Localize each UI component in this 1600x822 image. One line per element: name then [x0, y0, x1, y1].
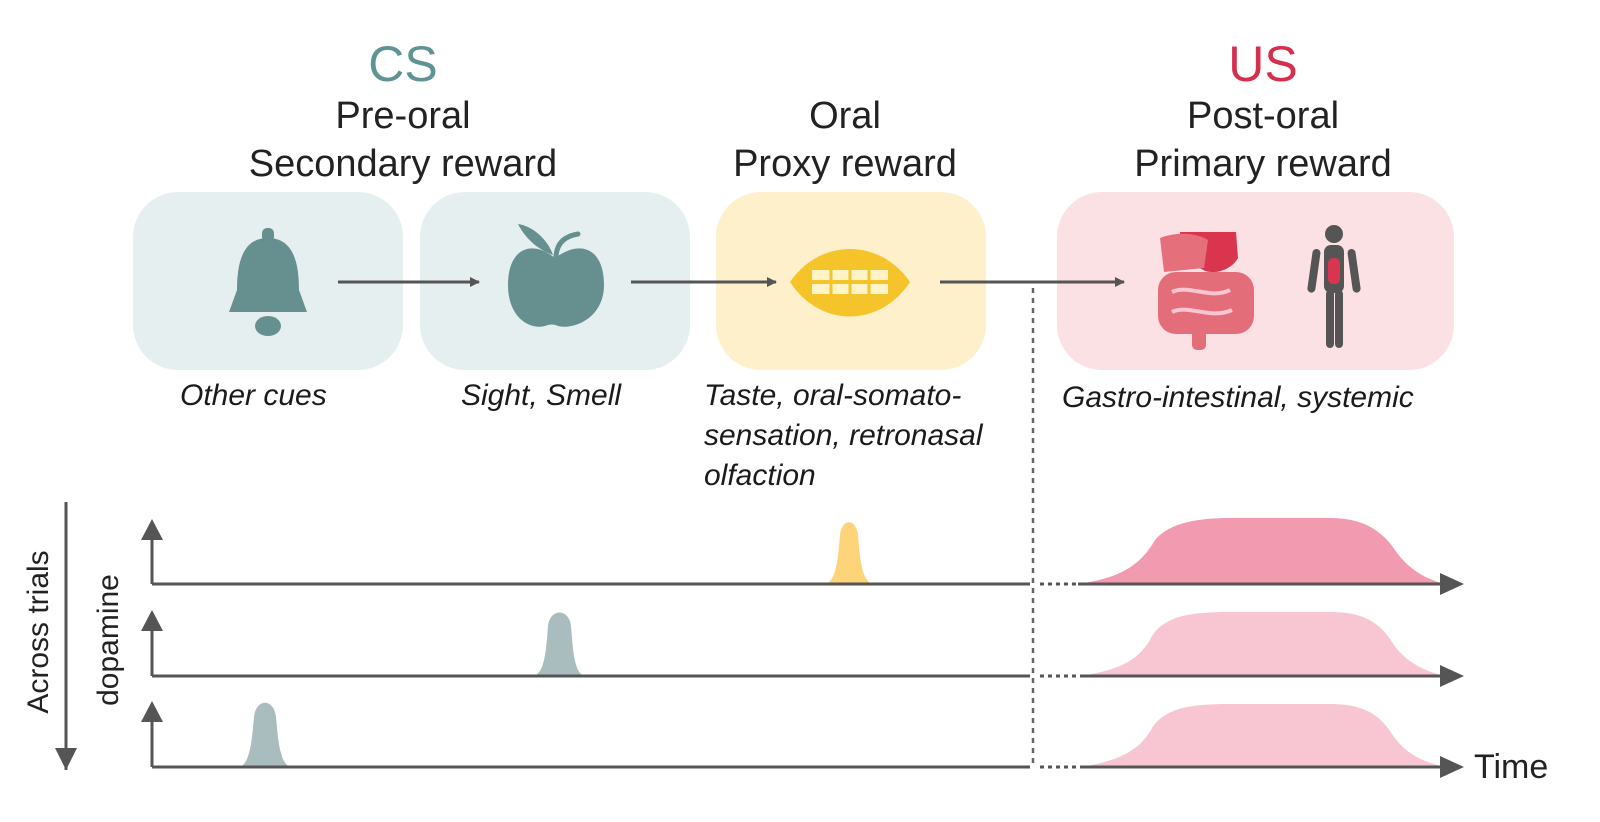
- taste-caption-line2: sensation, retronasal: [704, 419, 983, 452]
- trial-2-post-oral-response: [1080, 612, 1445, 676]
- trial-2-cs-peak: [534, 612, 584, 676]
- trial-row-2: [141, 610, 1464, 687]
- us-line1: Post-oral: [1186, 95, 1340, 137]
- dopamine-label: dopamine: [92, 574, 125, 706]
- us-header: US Post-oral Primary reward: [1063, 36, 1463, 188]
- trial-1-post-oral-response: [1078, 518, 1445, 584]
- across-trials-label: Across trials: [22, 550, 55, 713]
- cs-line1: Pre-oral: [335, 95, 471, 137]
- trial-1-oral-peak: [826, 522, 872, 584]
- taste-caption: Taste, oral-somato- sensation, retronasa…: [704, 376, 983, 496]
- across-trials-arrowhead: [55, 748, 77, 770]
- oral-line2: Proxy reward: [733, 143, 957, 185]
- oral-header: Oral Proxy reward: [645, 92, 1045, 188]
- time-label: Time: [1474, 748, 1548, 786]
- oral-line1: Oral: [809, 95, 881, 137]
- trial-3-cs-peak: [240, 702, 290, 767]
- us-line2: Primary reward: [1134, 143, 1392, 185]
- apple-icon: [508, 224, 604, 327]
- trial-row-1: [141, 518, 1464, 595]
- mouth-icon: [790, 249, 910, 317]
- taste-caption-line1: Taste, oral-somato-: [704, 379, 962, 412]
- sight-smell-caption: Sight, Smell: [461, 379, 622, 412]
- cs-tag: CS: [368, 36, 438, 92]
- other-cues-caption: Other cues: [180, 379, 327, 412]
- gut-icon: [1158, 232, 1254, 350]
- bell-icon: [229, 228, 307, 336]
- trial-row-3: [141, 701, 1464, 778]
- gastro-intestinal-caption: Gastro-intestinal, systemic: [1062, 381, 1414, 414]
- human-body-icon: [1307, 225, 1361, 348]
- trial-3-post-oral-response: [1080, 704, 1445, 767]
- cs-header: CS Pre-oral Secondary reward: [203, 36, 603, 188]
- post-oral-box: [1057, 192, 1454, 370]
- taste-caption-line3: olfaction: [704, 459, 816, 492]
- cs-line2: Secondary reward: [248, 143, 558, 185]
- us-tag: US: [1228, 36, 1298, 92]
